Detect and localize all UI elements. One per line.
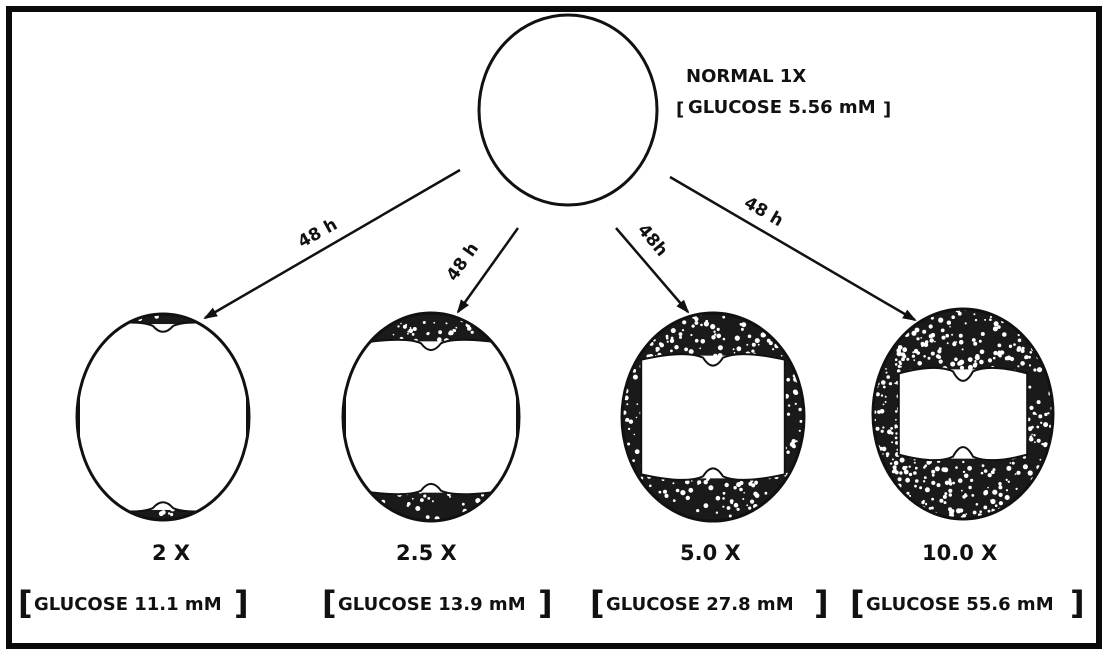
svg-text:]: ] — [814, 584, 829, 622]
factor-label-10x: 10.0 X — [922, 541, 997, 565]
svg-text:[: [ — [18, 584, 33, 622]
normal-label: NORMAL 1X — [686, 66, 806, 87]
svg-text:]: ] — [1070, 584, 1085, 622]
cell-2x — [77, 314, 250, 520]
cell-5x — [622, 313, 804, 521]
cell-10x — [873, 307, 1054, 519]
svg-text:[: [ — [850, 584, 865, 622]
factor-label-2x: 2 X — [152, 541, 190, 565]
cell-2x-lumen — [79, 322, 247, 511]
factor-label-5x: 5.0 X — [680, 541, 741, 565]
normal-cell — [479, 15, 657, 205]
svg-text:]: ] — [234, 584, 249, 622]
cell-10x-lumen — [899, 368, 1027, 460]
cell-2.5x-lumen — [345, 340, 517, 494]
svg-text:GLUCOSE 55.6 mM: GLUCOSE 55.6 mM — [866, 594, 1054, 615]
svg-text:GLUCOSE 11.1 mM: GLUCOSE 11.1 mM — [34, 594, 222, 615]
cell-5x-lumen — [641, 354, 785, 480]
svg-text:GLUCOSE 13.9 mM: GLUCOSE 13.9 mM — [338, 594, 526, 615]
conc-label-2.5x: [ GLUCOSE 13.9 mM ] — [322, 584, 553, 622]
arrow-label-2x: 48 h — [295, 215, 341, 253]
cells-row — [77, 307, 1054, 521]
conc-label-5x: [ GLUCOSE 27.8 mM ] — [590, 584, 829, 622]
arrow-to-2x — [205, 170, 460, 318]
conc-label-10x: [ GLUCOSE 55.6 mM ] — [850, 584, 1085, 622]
svg-text:[: [ — [590, 584, 605, 622]
svg-text:GLUCOSE 27.8 mM: GLUCOSE 27.8 mM — [606, 594, 794, 615]
svg-text:]: ] — [538, 584, 553, 622]
normal-bracket-right: ] — [883, 99, 891, 120]
arrow-label-10x: 48 h — [741, 193, 787, 231]
svg-text:[: [ — [322, 584, 337, 622]
conc-label-2x: [ GLUCOSE 11.1 mM ] — [18, 584, 249, 622]
arrow-label-2.5x: 48 h — [443, 239, 483, 285]
factor-label-2.5x: 2.5 X — [396, 541, 457, 565]
arrow-to-10x — [670, 177, 915, 320]
normal-concentration: GLUCOSE 5.56 mM — [688, 97, 876, 118]
normal-bracket-left: [ — [676, 99, 684, 120]
cell-2.5x — [342, 313, 520, 521]
